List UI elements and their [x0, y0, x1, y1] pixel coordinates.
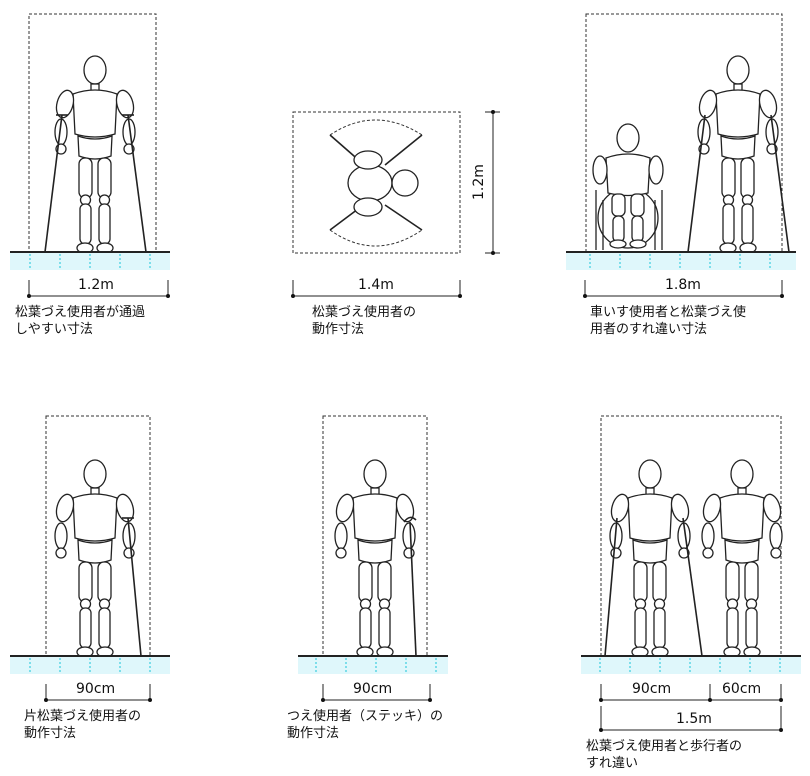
panel-5-dimension: 90cm — [353, 681, 393, 697]
panel-6-dimension-right: 60cm — [722, 681, 762, 697]
panel-5-caption-line1: つえ使用者（ステッキ）の — [287, 709, 444, 724]
panel-2-figure — [291, 110, 500, 298]
panel-3-dimension: 1.8m — [665, 277, 701, 293]
panel-2-dimension-horizontal: 1.4m — [358, 277, 394, 293]
panel-6-dimension-left: 90cm — [632, 681, 672, 697]
panel-5-figure — [298, 415, 448, 702]
panel-1-dimension: 1.2m — [78, 277, 114, 293]
panel-4-caption-line2: 動作寸法 — [24, 726, 77, 741]
panel-6-caption-line1: 松葉づえ使用者と歩行者の — [586, 739, 743, 754]
panel-1-caption-line1: 松葉づえ使用者が通過 — [15, 305, 146, 320]
panel-3-figure — [566, 13, 796, 298]
panel-2-dimension-vertical: 1.2m — [471, 164, 487, 200]
panel-4-caption-line1: 片松葉づえ使用者の — [24, 709, 142, 724]
panel-2-caption-line1: 松葉づえ使用者の — [312, 305, 417, 320]
panel-1-caption-line2: しやすい寸法 — [15, 322, 93, 337]
panel-3-caption-line2: 用者のすれ違い寸法 — [590, 322, 708, 337]
panel-6-figure — [581, 415, 801, 732]
panel-4-figure — [10, 415, 170, 702]
panel-1-figure — [10, 13, 170, 298]
panel-4-dimension: 90cm — [76, 681, 116, 697]
panel-6-dimension-total: 1.5m — [676, 711, 712, 727]
panel-3-caption-line1: 車いす使用者と松葉づえ使 — [590, 305, 747, 320]
panel-5-caption-line2: 動作寸法 — [287, 726, 340, 741]
panel-2-caption-line2: 動作寸法 — [312, 322, 365, 337]
panel-6-caption-line2: すれ違い — [586, 756, 639, 771]
